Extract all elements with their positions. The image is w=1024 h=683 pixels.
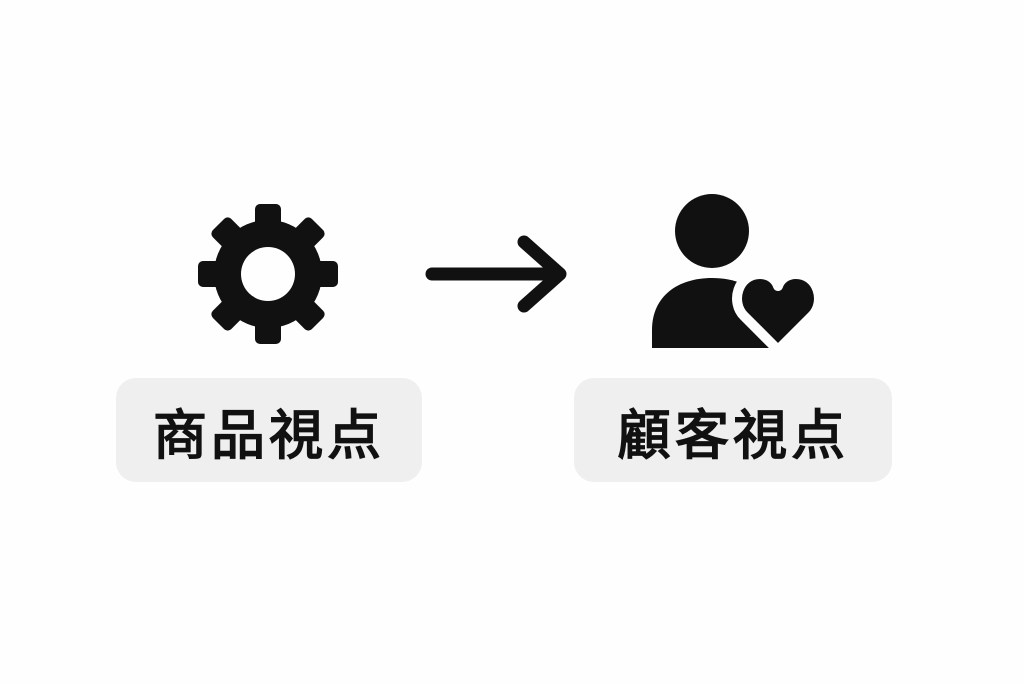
- customer-perspective-label: 顧客視点: [574, 378, 892, 482]
- arrow-right-icon: [425, 235, 567, 313]
- product-perspective-label: 商品視点: [116, 378, 422, 482]
- gear-icon: [198, 204, 338, 344]
- person-heart-icon: [652, 194, 820, 352]
